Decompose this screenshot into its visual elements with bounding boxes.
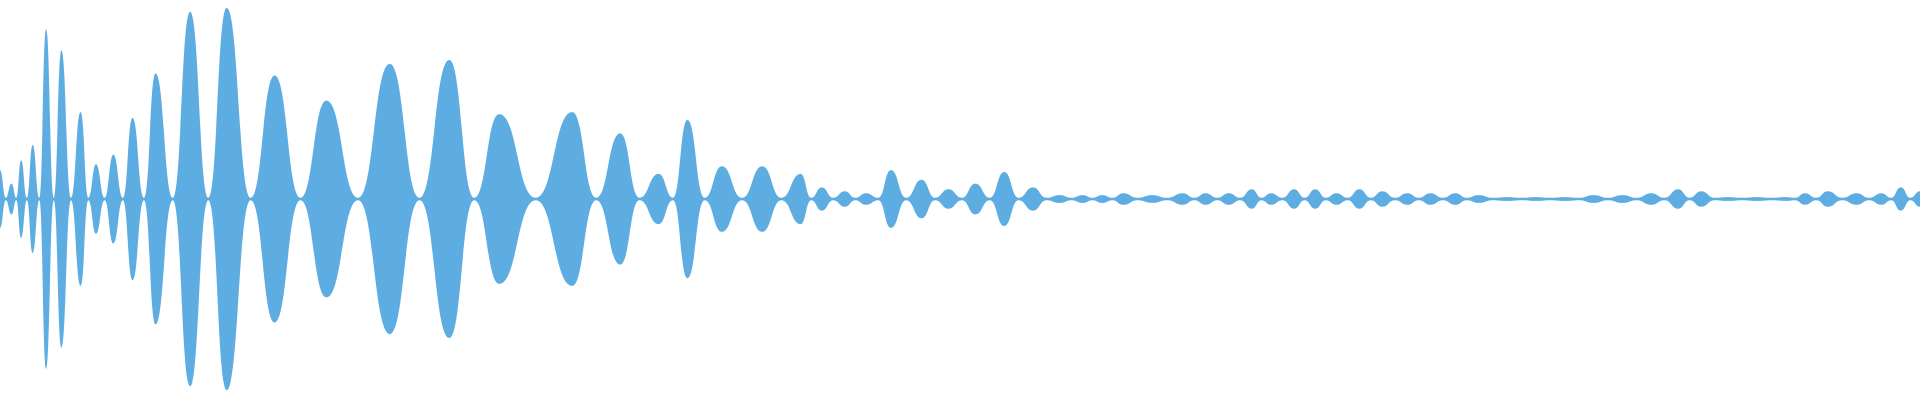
waveform-shape	[0, 7, 1920, 391]
